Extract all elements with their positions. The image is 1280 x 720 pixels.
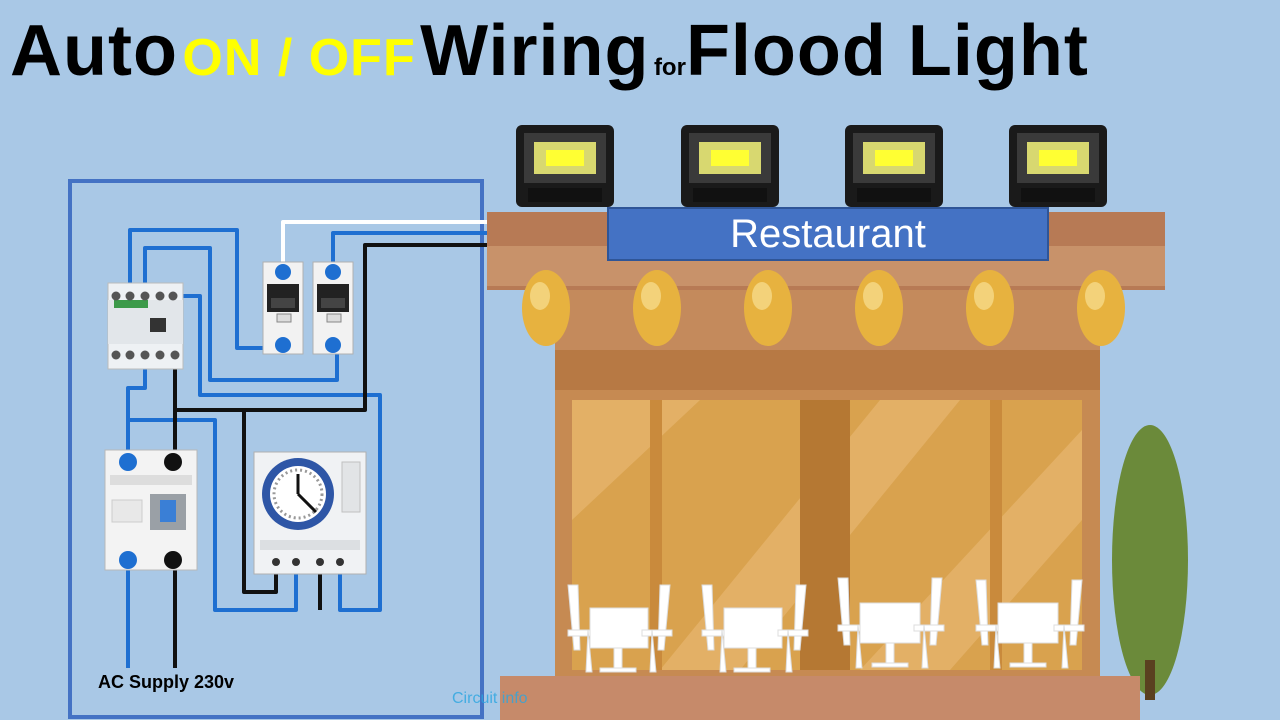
timer-switch-icon <box>253 451 367 575</box>
mcb-icon <box>262 261 304 355</box>
distribution-panel <box>68 179 484 719</box>
credit-watermark: Circuit info <box>452 690 528 707</box>
title-wiring: Wiring <box>420 11 650 91</box>
mcb-icon <box>312 261 354 355</box>
title-on-off: ON / OFF <box>182 29 416 87</box>
restaurant-building <box>487 207 1188 720</box>
contactor-icon <box>107 282 184 370</box>
restaurant-sign <box>607 207 1049 261</box>
ac-supply-label: AC Supply 230v <box>98 672 235 692</box>
wires <box>126 220 487 668</box>
title-auto: Auto <box>10 11 178 91</box>
title-for: for <box>653 54 686 81</box>
tree-icon <box>1112 425 1188 700</box>
restaurant-sign-label: Restaurant <box>730 212 926 256</box>
page-title: Auto ON / OFF Wiring forFlood Light <box>10 10 1089 100</box>
title-flood-light: Flood Light <box>685 11 1089 91</box>
lamp-icon <box>522 270 1125 346</box>
flood-lights <box>516 125 1107 207</box>
flood-light-icon <box>1009 125 1107 207</box>
table-chair-icon <box>567 577 1085 673</box>
flood-light-icon <box>845 125 943 207</box>
rccb-icon <box>104 449 198 571</box>
flood-light-icon <box>681 125 779 207</box>
flood-light-icon <box>516 125 614 207</box>
